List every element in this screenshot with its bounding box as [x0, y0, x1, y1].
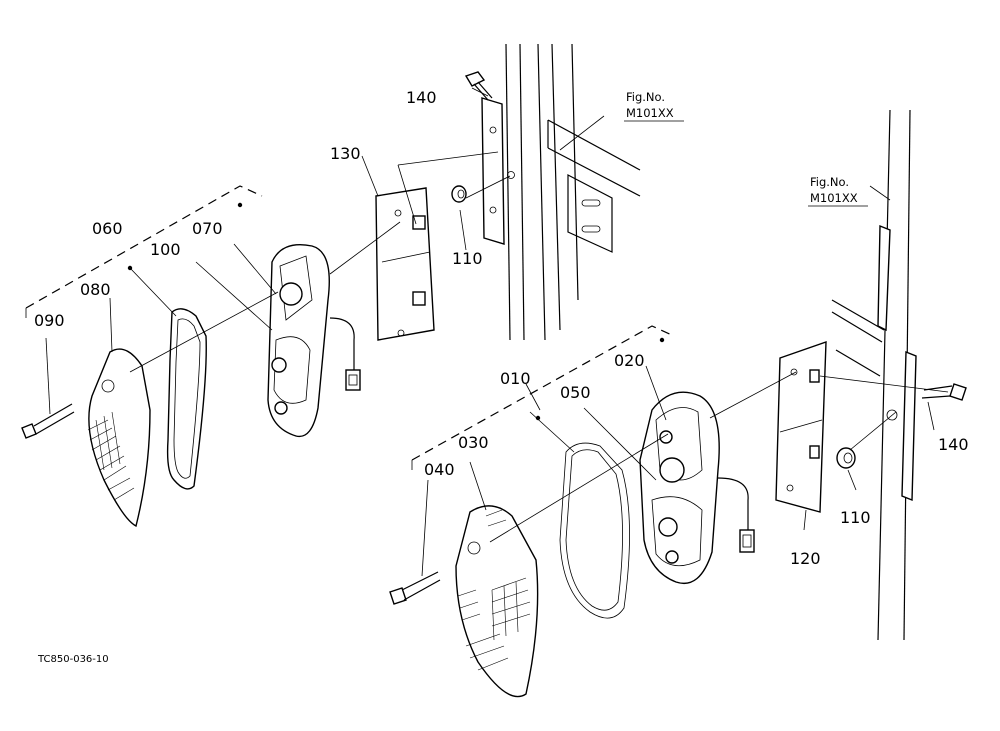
callout-040: 040 [424, 460, 455, 479]
lens-pattern-030 [457, 509, 531, 671]
group-markers [127, 202, 665, 421]
callout-140-upper: 140 [406, 88, 437, 107]
callout-140-lower: 140 [938, 435, 969, 454]
bracket-120 [775, 341, 827, 513]
fig-ref-left-number: M101XX [626, 106, 674, 120]
callout-110-upper: 110 [452, 249, 483, 268]
callout-090: 090 [34, 311, 65, 330]
fig-ref-left-title: Fig.No. [626, 90, 665, 104]
callout-020: 020 [614, 351, 645, 370]
grommet-110-upper [451, 185, 467, 203]
callout-120: 120 [790, 549, 821, 568]
drawing-code: TC850-036-10 [37, 654, 109, 665]
screw-090 [21, 403, 75, 439]
callout-070: 070 [192, 219, 223, 238]
group-bracket-lower [411, 325, 675, 470]
callout-030: 030 [458, 433, 489, 452]
frame-pillar-right [831, 109, 917, 641]
callout-060: 060 [92, 219, 123, 238]
grommet-110-lower [836, 447, 856, 469]
leaders-lower [421, 185, 949, 577]
fig-ref-right-number: M101XX [810, 191, 858, 205]
callout-010: 010 [500, 369, 531, 388]
lamp-body-070 [267, 244, 361, 438]
callout-110-lower: 110 [840, 508, 871, 527]
callout-080: 080 [80, 280, 111, 299]
gasket-050 [559, 442, 630, 619]
lens-pattern-080 [87, 411, 135, 501]
frame-pillar-left [505, 43, 641, 341]
gasket-100 [166, 308, 207, 490]
lens-030 [455, 505, 539, 698]
callout-050: 050 [560, 383, 591, 402]
bolt-140-upper [464, 71, 493, 101]
lamp-body-020 [639, 391, 755, 584]
callout-100: 100 [150, 240, 181, 259]
callout-130: 130 [330, 144, 361, 163]
screw-040 [389, 571, 441, 605]
leaders-upper [45, 87, 605, 415]
bolt-140-lower [921, 383, 967, 401]
mounting-plate-upper [481, 97, 515, 245]
bracket-130 [375, 187, 435, 341]
fig-ref-right-title: Fig.No. [810, 175, 849, 189]
lens-080 [87, 348, 151, 528]
group-bracket-upper [25, 185, 263, 318]
